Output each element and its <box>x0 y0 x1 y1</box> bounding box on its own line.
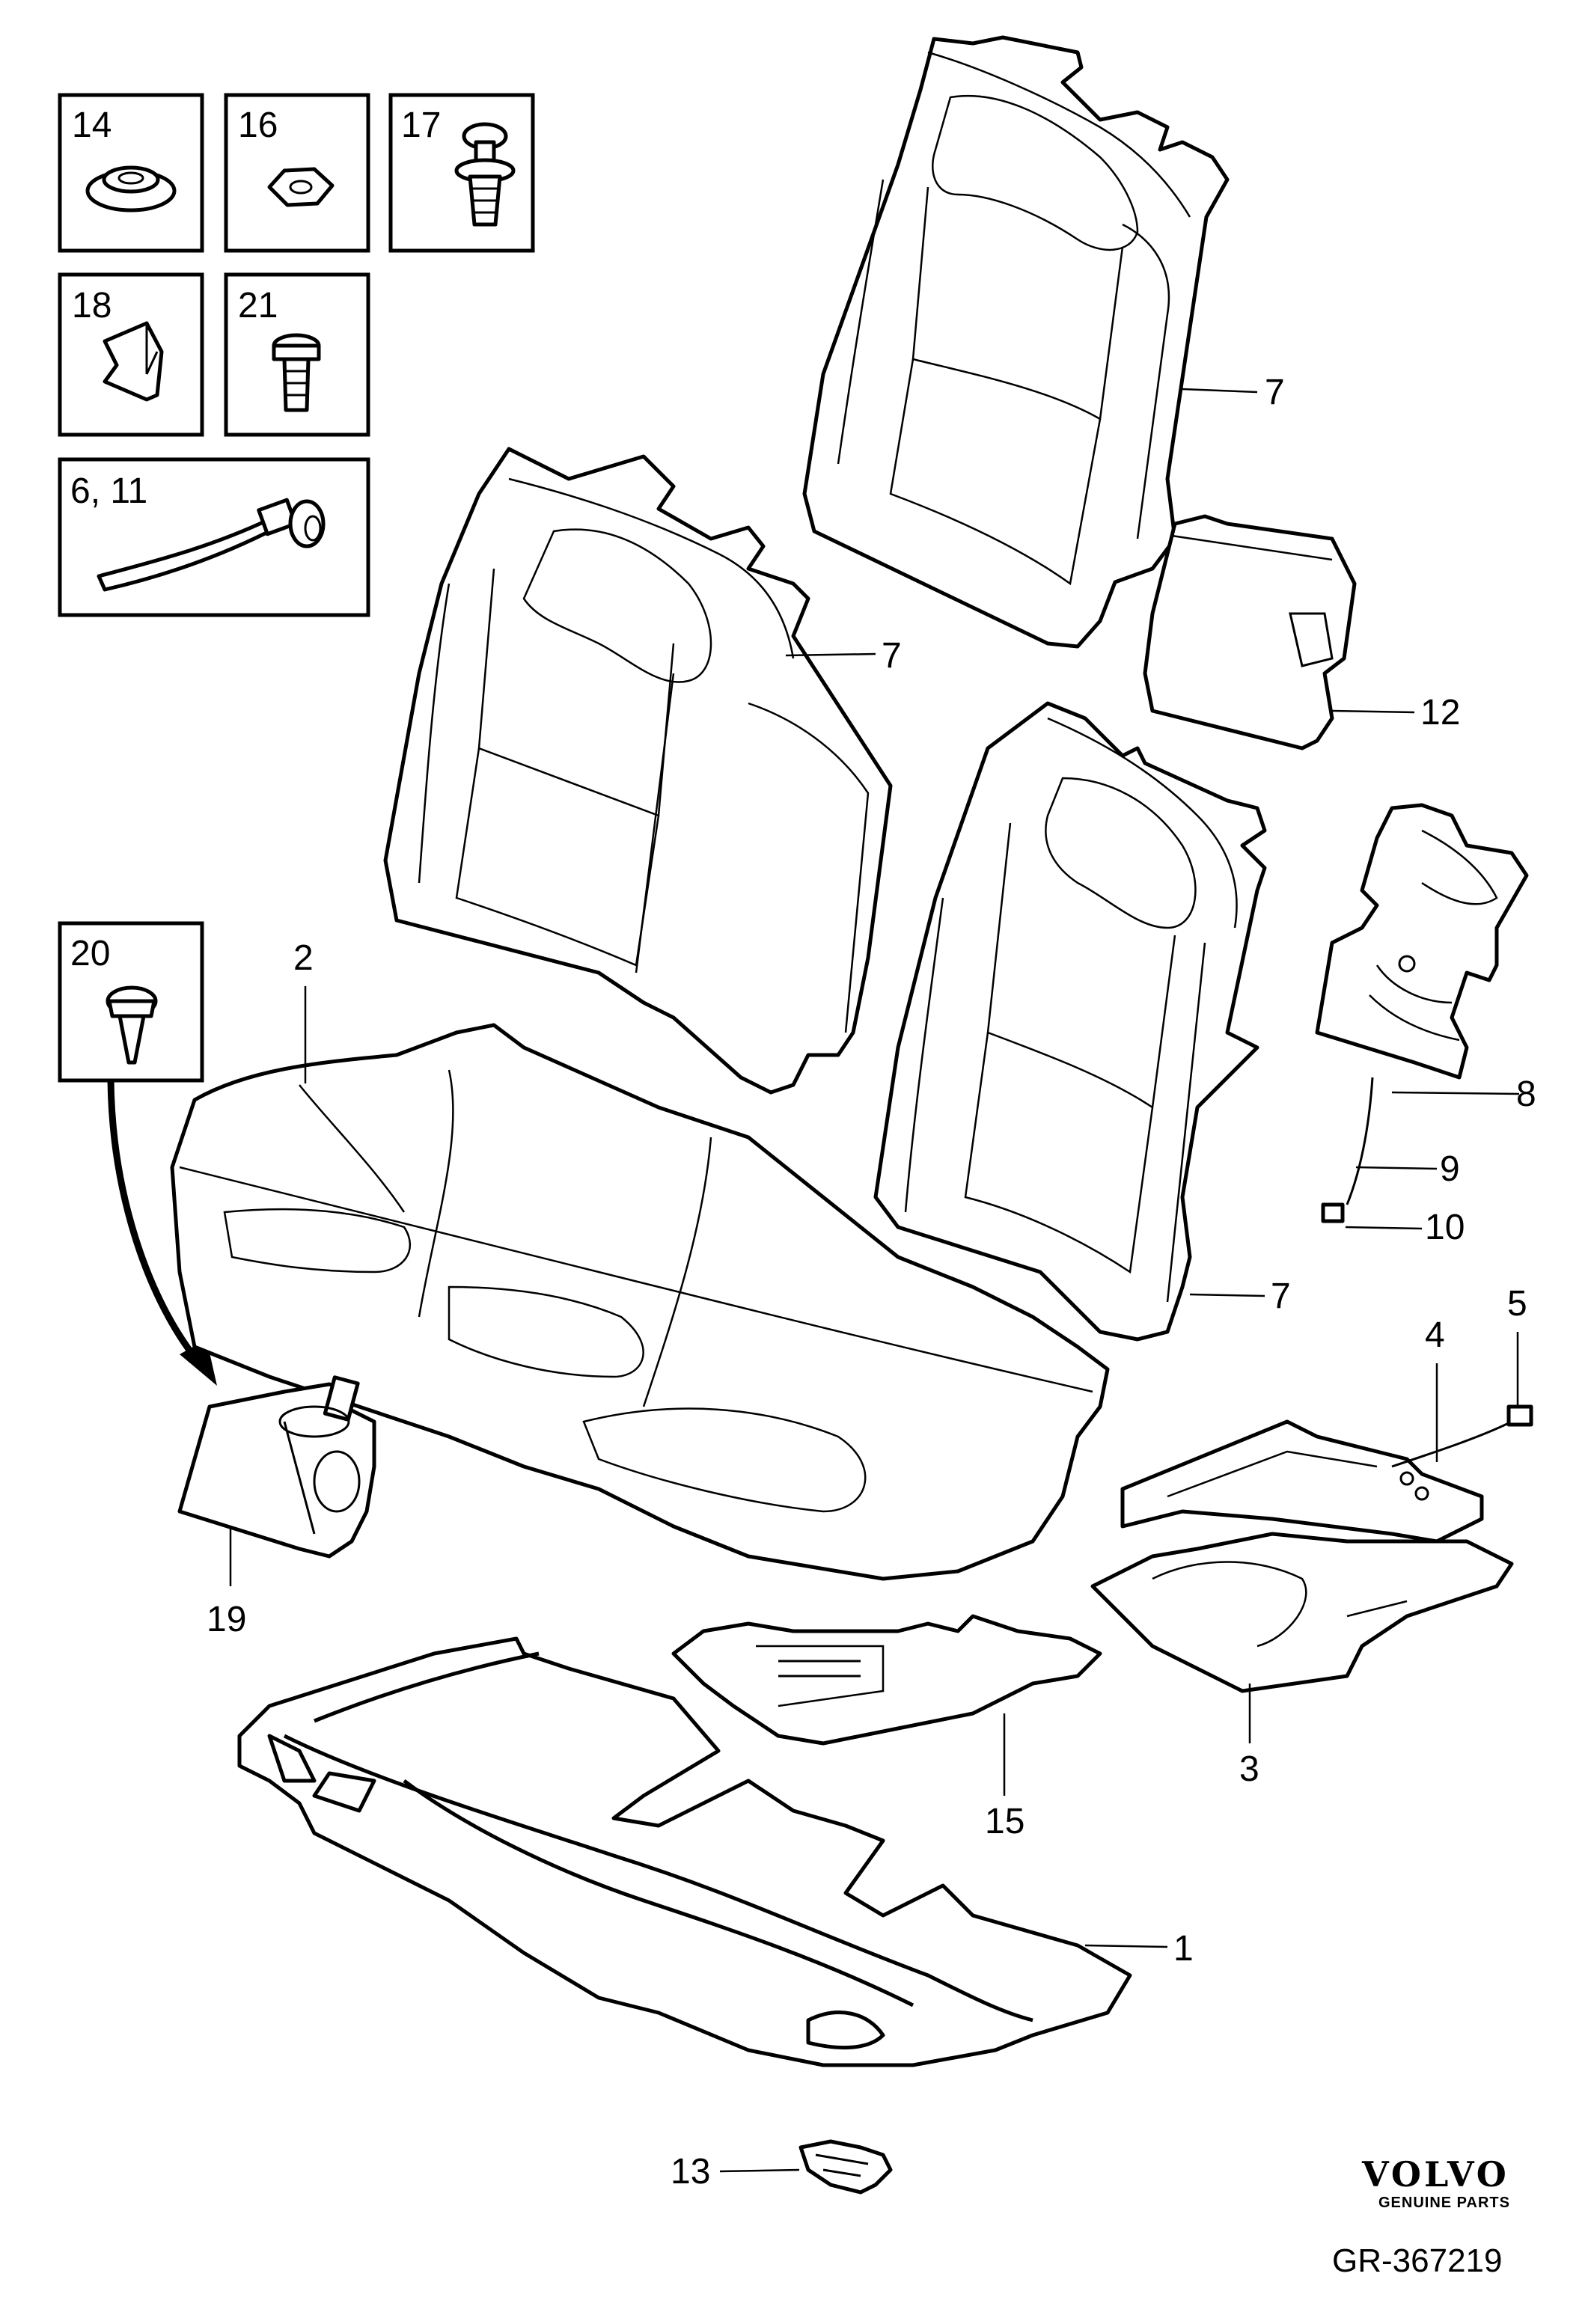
svg-text:12: 12 <box>1420 693 1460 733</box>
backrest-upper <box>802 35 1230 649</box>
clip-icon <box>103 321 164 402</box>
svg-text:6, 11: 6, 11 <box>70 471 147 511</box>
callout-12: 12 <box>1331 693 1460 733</box>
cable-9 <box>1321 1077 1374 1223</box>
svg-text:VOLVO: VOLVO <box>1361 2154 1509 2195</box>
svg-text:GENUINE PARTS: GENUINE PARTS <box>1378 2195 1510 2211</box>
callout-4: 4 <box>1425 1315 1445 1462</box>
callout-15: 15 <box>985 1713 1024 1841</box>
svg-text:21: 21 <box>238 286 278 325</box>
svg-text:17: 17 <box>401 106 441 145</box>
svg-text:7: 7 <box>1271 1276 1291 1316</box>
inset-box-20: 20 <box>58 921 204 1083</box>
svg-text:10: 10 <box>1425 1208 1465 1247</box>
svg-text:1: 1 <box>1173 1929 1194 1969</box>
callout-3: 3 <box>1239 1684 1259 1789</box>
callout-5: 5 <box>1507 1284 1527 1408</box>
svg-text:18: 18 <box>72 286 112 325</box>
bracket-15 <box>671 1614 1102 1746</box>
inset-box-21: 21 <box>224 272 370 437</box>
inset-box-17: 17 <box>388 93 535 253</box>
nut-icon <box>267 167 335 207</box>
seat-heater-4 <box>1120 1404 1533 1544</box>
svg-text:8: 8 <box>1516 1074 1536 1114</box>
callout-7-top: 7 <box>1182 373 1285 412</box>
callout-7-middle: 7 <box>785 636 902 676</box>
callout-2: 2 <box>293 938 314 1083</box>
callout-10: 10 <box>1345 1208 1465 1247</box>
inset-box-18: 18 <box>58 272 204 437</box>
inset-box-14: 14 <box>58 93 204 253</box>
svg-text:7: 7 <box>882 636 902 676</box>
seat-cushion-2 <box>170 1023 1110 1581</box>
module-13 <box>798 2139 893 2195</box>
backrest-right <box>873 701 1267 1342</box>
reference-number: GR-367219 <box>1332 2242 1502 2279</box>
svg-text:9: 9 <box>1440 1149 1460 1189</box>
cup-holder-19 <box>177 1375 376 1559</box>
callout-1: 1 <box>1084 1929 1194 1969</box>
svg-text:15: 15 <box>985 1802 1024 1841</box>
seat-heater-3 <box>1090 1532 1514 1693</box>
inset-box-16: 16 <box>224 93 370 253</box>
heating-pad-8 <box>1315 803 1529 1080</box>
screw-icon <box>272 333 321 412</box>
cable-tie-icon <box>97 498 326 592</box>
side-panel-12 <box>1143 514 1357 750</box>
svg-text:20: 20 <box>70 934 110 973</box>
callout-19: 19 <box>207 1526 246 1639</box>
svg-text:14: 14 <box>72 106 112 145</box>
push-rivet-icon <box>454 122 516 227</box>
svg-text:3: 3 <box>1239 1749 1259 1789</box>
callout-8: 8 <box>1391 1074 1536 1114</box>
callout-13: 13 <box>671 2152 800 2192</box>
svg-text:2: 2 <box>293 938 314 978</box>
callout-7-lower: 7 <box>1189 1276 1291 1316</box>
svg-text:16: 16 <box>238 106 278 145</box>
backrest-main-left <box>383 447 893 1095</box>
harness-frame-1 <box>237 1636 1132 2067</box>
svg-text:5: 5 <box>1507 1284 1527 1324</box>
svg-text:4: 4 <box>1425 1315 1445 1355</box>
volvo-logo: VOLVO GENUINE PARTS <box>1361 2154 1510 2211</box>
svg-text:13: 13 <box>671 2152 710 2192</box>
inset-box-6-11: 6, 11 <box>58 457 370 617</box>
push-pin-icon <box>106 985 158 1065</box>
svg-text:7: 7 <box>1265 373 1285 412</box>
callout-9: 9 <box>1355 1149 1460 1189</box>
svg-text:19: 19 <box>207 1600 246 1639</box>
grommet-icon <box>85 165 177 212</box>
